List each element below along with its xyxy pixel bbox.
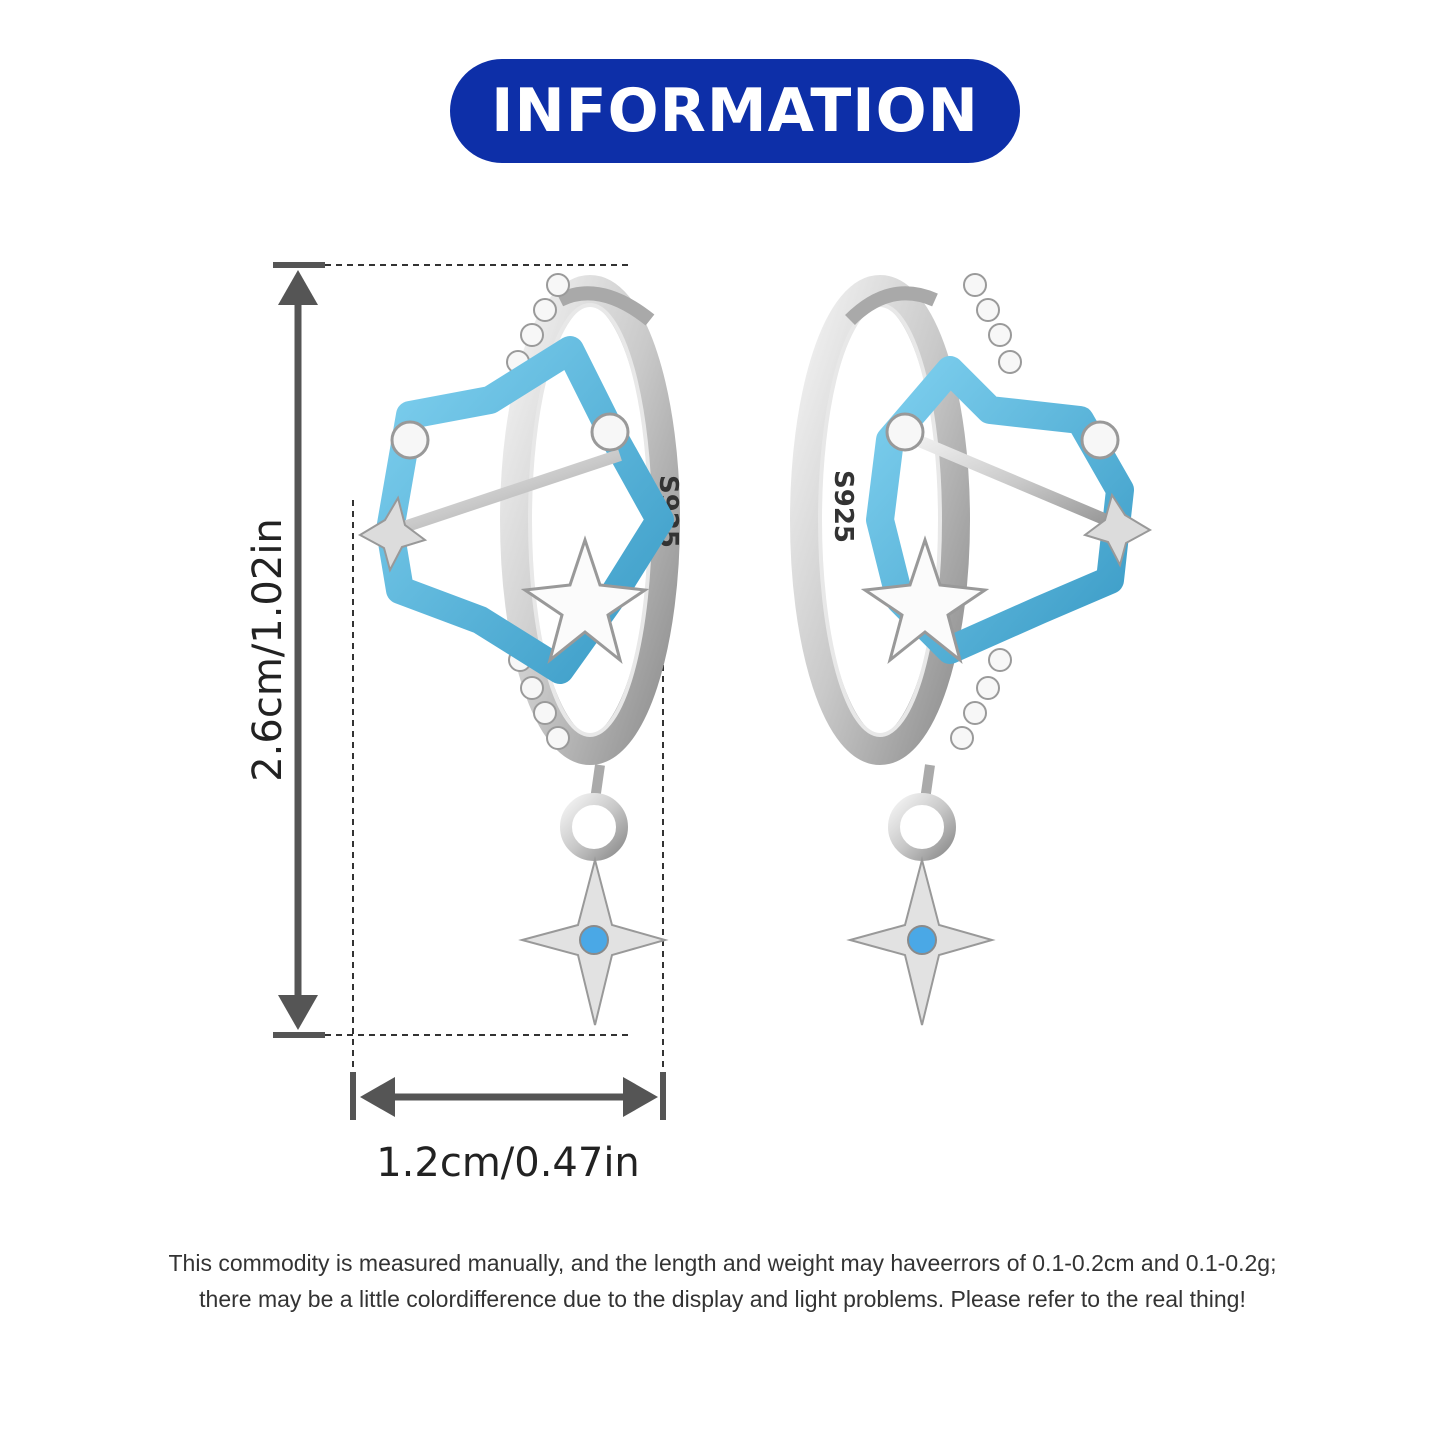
width-dimension-line <box>350 500 666 1120</box>
left-earring-image: S925 <box>357 273 683 1026</box>
arrow-up-icon <box>278 270 318 305</box>
s925-stamp: S925 <box>828 470 858 543</box>
height-label: 2.6cm/1.02in <box>245 518 291 782</box>
arrow-left-icon <box>360 1077 395 1117</box>
banner-title: INFORMATION <box>491 76 979 146</box>
disclaimer-text: This commodity is measured manually, and… <box>0 1245 1445 1317</box>
disclaimer-line-2: there may be a little colordifference du… <box>199 1286 1246 1312</box>
right-earring-image: S925 <box>790 273 1153 1026</box>
information-banner: INFORMATION <box>450 59 1020 163</box>
arrow-right-icon <box>623 1077 658 1117</box>
width-label: 1.2cm/0.47in <box>376 1140 640 1186</box>
height-dimension-line <box>273 262 632 1038</box>
arrow-down-icon <box>278 995 318 1030</box>
disclaimer-line-1: This commodity is measured manually, and… <box>168 1250 1277 1276</box>
